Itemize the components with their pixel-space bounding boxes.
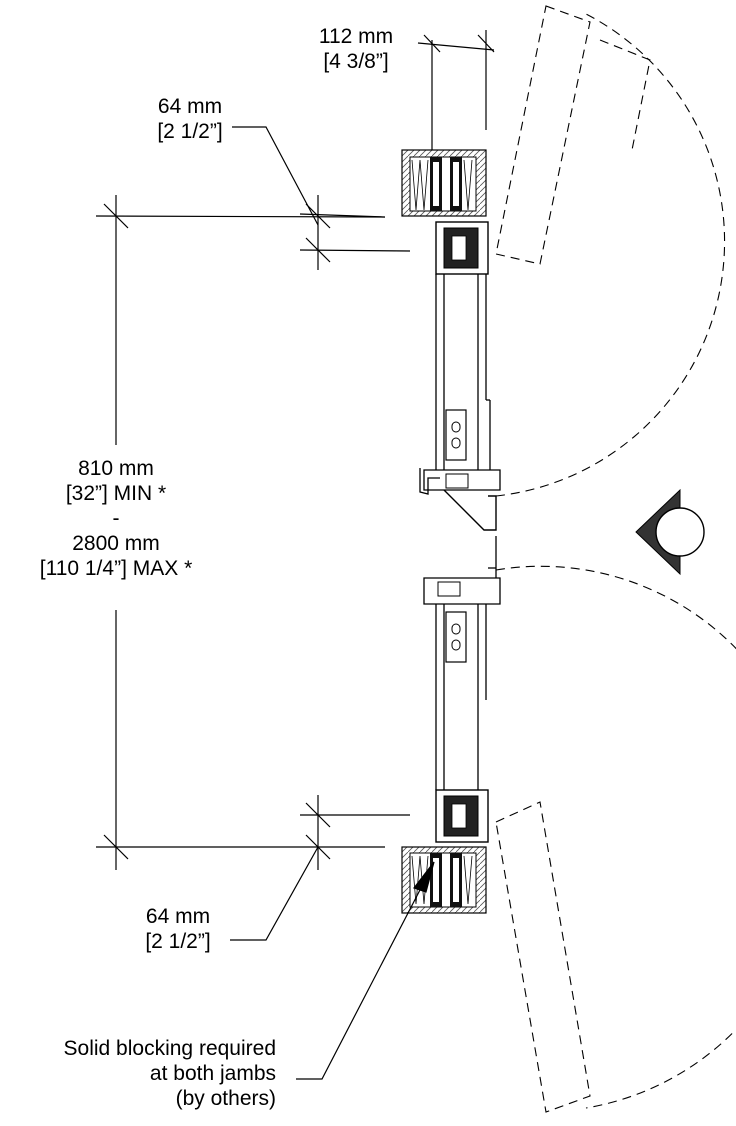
dim-opening-max-inch: [110 1/4”] MAX * — [39, 557, 193, 580]
dim-64-top-inch: [2 1/2”] — [157, 120, 223, 143]
bottom-door-leaf — [423, 536, 501, 843]
blocking-note-line1: Solid blocking required — [63, 1037, 276, 1060]
north-arrow-icon — [635, 488, 705, 576]
dim-opening-lines — [95, 195, 386, 870]
blocking-note: Solid blocking required at both jambs (b… — [6, 1036, 276, 1111]
bottom-jamb-wall — [401, 846, 487, 914]
dim-64-bottom-inch: [2 1/2”] — [145, 930, 211, 953]
dim-112-label: 112 mm [4 3/8”] — [296, 24, 416, 74]
dim-opening-label: 810 mm [32”] MIN * - 2800 mm [110 1/4”] … — [6, 456, 226, 581]
dim-112-mm: 112 mm — [318, 25, 394, 48]
dim-opening-separator: - — [112, 507, 120, 530]
dim-opening-min-mm: 810 mm — [78, 457, 154, 480]
door-swing-arcs — [495, 5, 736, 1113]
dim-112-lines — [417, 30, 495, 150]
blocking-leader — [296, 861, 435, 1080]
dim-opening-min-inch: [32”] MIN * — [65, 482, 167, 505]
dim-64-top-label: 64 mm [2 1/2”] — [140, 94, 240, 144]
dim-112-inch: [4 3/8”] — [323, 50, 389, 73]
dim-64-bottom-label: 64 mm [2 1/2”] — [128, 904, 228, 954]
top-door-leaf — [419, 221, 501, 531]
dim-64-top-lines — [232, 126, 411, 270]
dim-64-top-mm: 64 mm — [157, 95, 223, 118]
dim-opening-max-mm: 2800 mm — [72, 532, 160, 555]
blocking-note-line3: (by others) — [175, 1087, 276, 1110]
top-jamb-wall — [401, 149, 487, 217]
blocking-note-line2: at both jambs — [149, 1062, 276, 1085]
dim-64-bottom-mm: 64 mm — [145, 905, 211, 928]
dim-64-bottom-lines — [230, 795, 410, 941]
